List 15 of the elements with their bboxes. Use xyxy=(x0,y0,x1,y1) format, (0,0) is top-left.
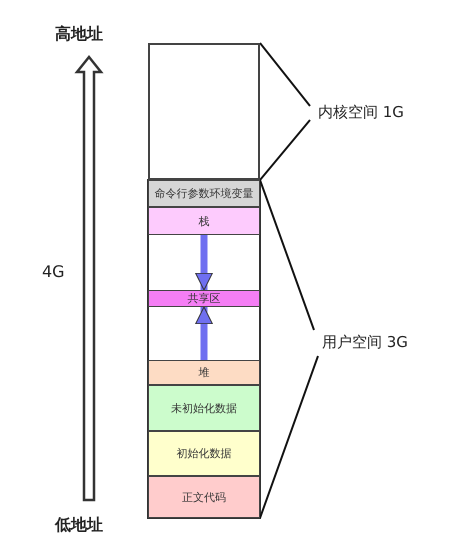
memory-segment: 栈 xyxy=(148,207,260,235)
memory-segment: 堆 xyxy=(148,360,260,385)
memory-segment: 命令行参数环境变量 xyxy=(148,180,260,207)
region-label: 用户空间 3G xyxy=(322,333,408,352)
region-label: 内核空间 1G xyxy=(318,103,404,122)
memory-block xyxy=(148,43,260,180)
arrow xyxy=(195,235,213,290)
memory-segment: 共享区 xyxy=(148,290,260,307)
address-label: 低地址 xyxy=(55,515,103,536)
arrow xyxy=(195,306,213,360)
memory-segment: 正文代码 xyxy=(148,476,260,518)
memory-segment: 未初始化数据 xyxy=(148,385,260,431)
memory-segment: 初始化数据 xyxy=(148,431,260,476)
size-label: 4G xyxy=(42,262,65,281)
address-label: 高地址 xyxy=(55,24,103,45)
